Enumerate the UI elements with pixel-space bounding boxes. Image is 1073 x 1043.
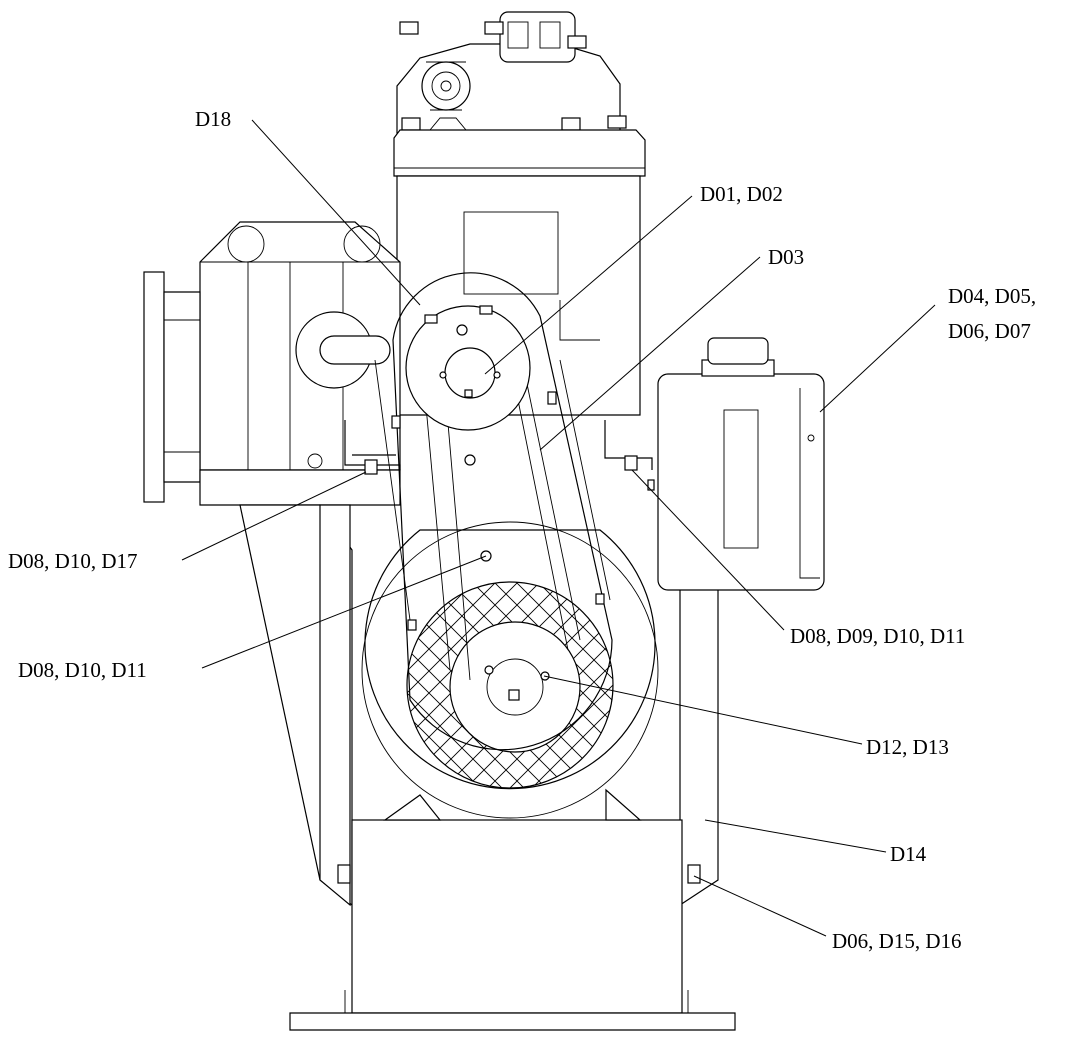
label-d04-line2: D06, D07 (948, 319, 1031, 343)
intake-manifold (143, 221, 401, 506)
label-d06-d15-d16: D06, D15, D16 (832, 929, 962, 953)
label-d18: D18 (195, 107, 231, 131)
label-d12-d13: D12, D13 (866, 735, 949, 759)
large-pulley (406, 581, 614, 789)
support-frame (239, 504, 719, 907)
label-d14: D14 (890, 842, 927, 866)
label-d04-line1: D04, D05, (948, 284, 1036, 308)
label-d08-d09-d10-d11: D08, D09, D10, D11 (790, 624, 965, 648)
label-d01-d02: D01, D02 (700, 182, 783, 206)
label-d08-d10-d11: D08, D10, D11 (18, 658, 147, 682)
oil-reservoir (657, 337, 825, 591)
label-d08-d10-d17: D08, D10, D17 (8, 549, 138, 573)
label-d03: D03 (768, 245, 804, 269)
cylinder-head (393, 11, 646, 177)
leader-lines (181, 119, 936, 937)
base-pedestal (289, 819, 736, 1031)
mounting-brackets (344, 420, 655, 491)
belt-guard (374, 272, 613, 751)
